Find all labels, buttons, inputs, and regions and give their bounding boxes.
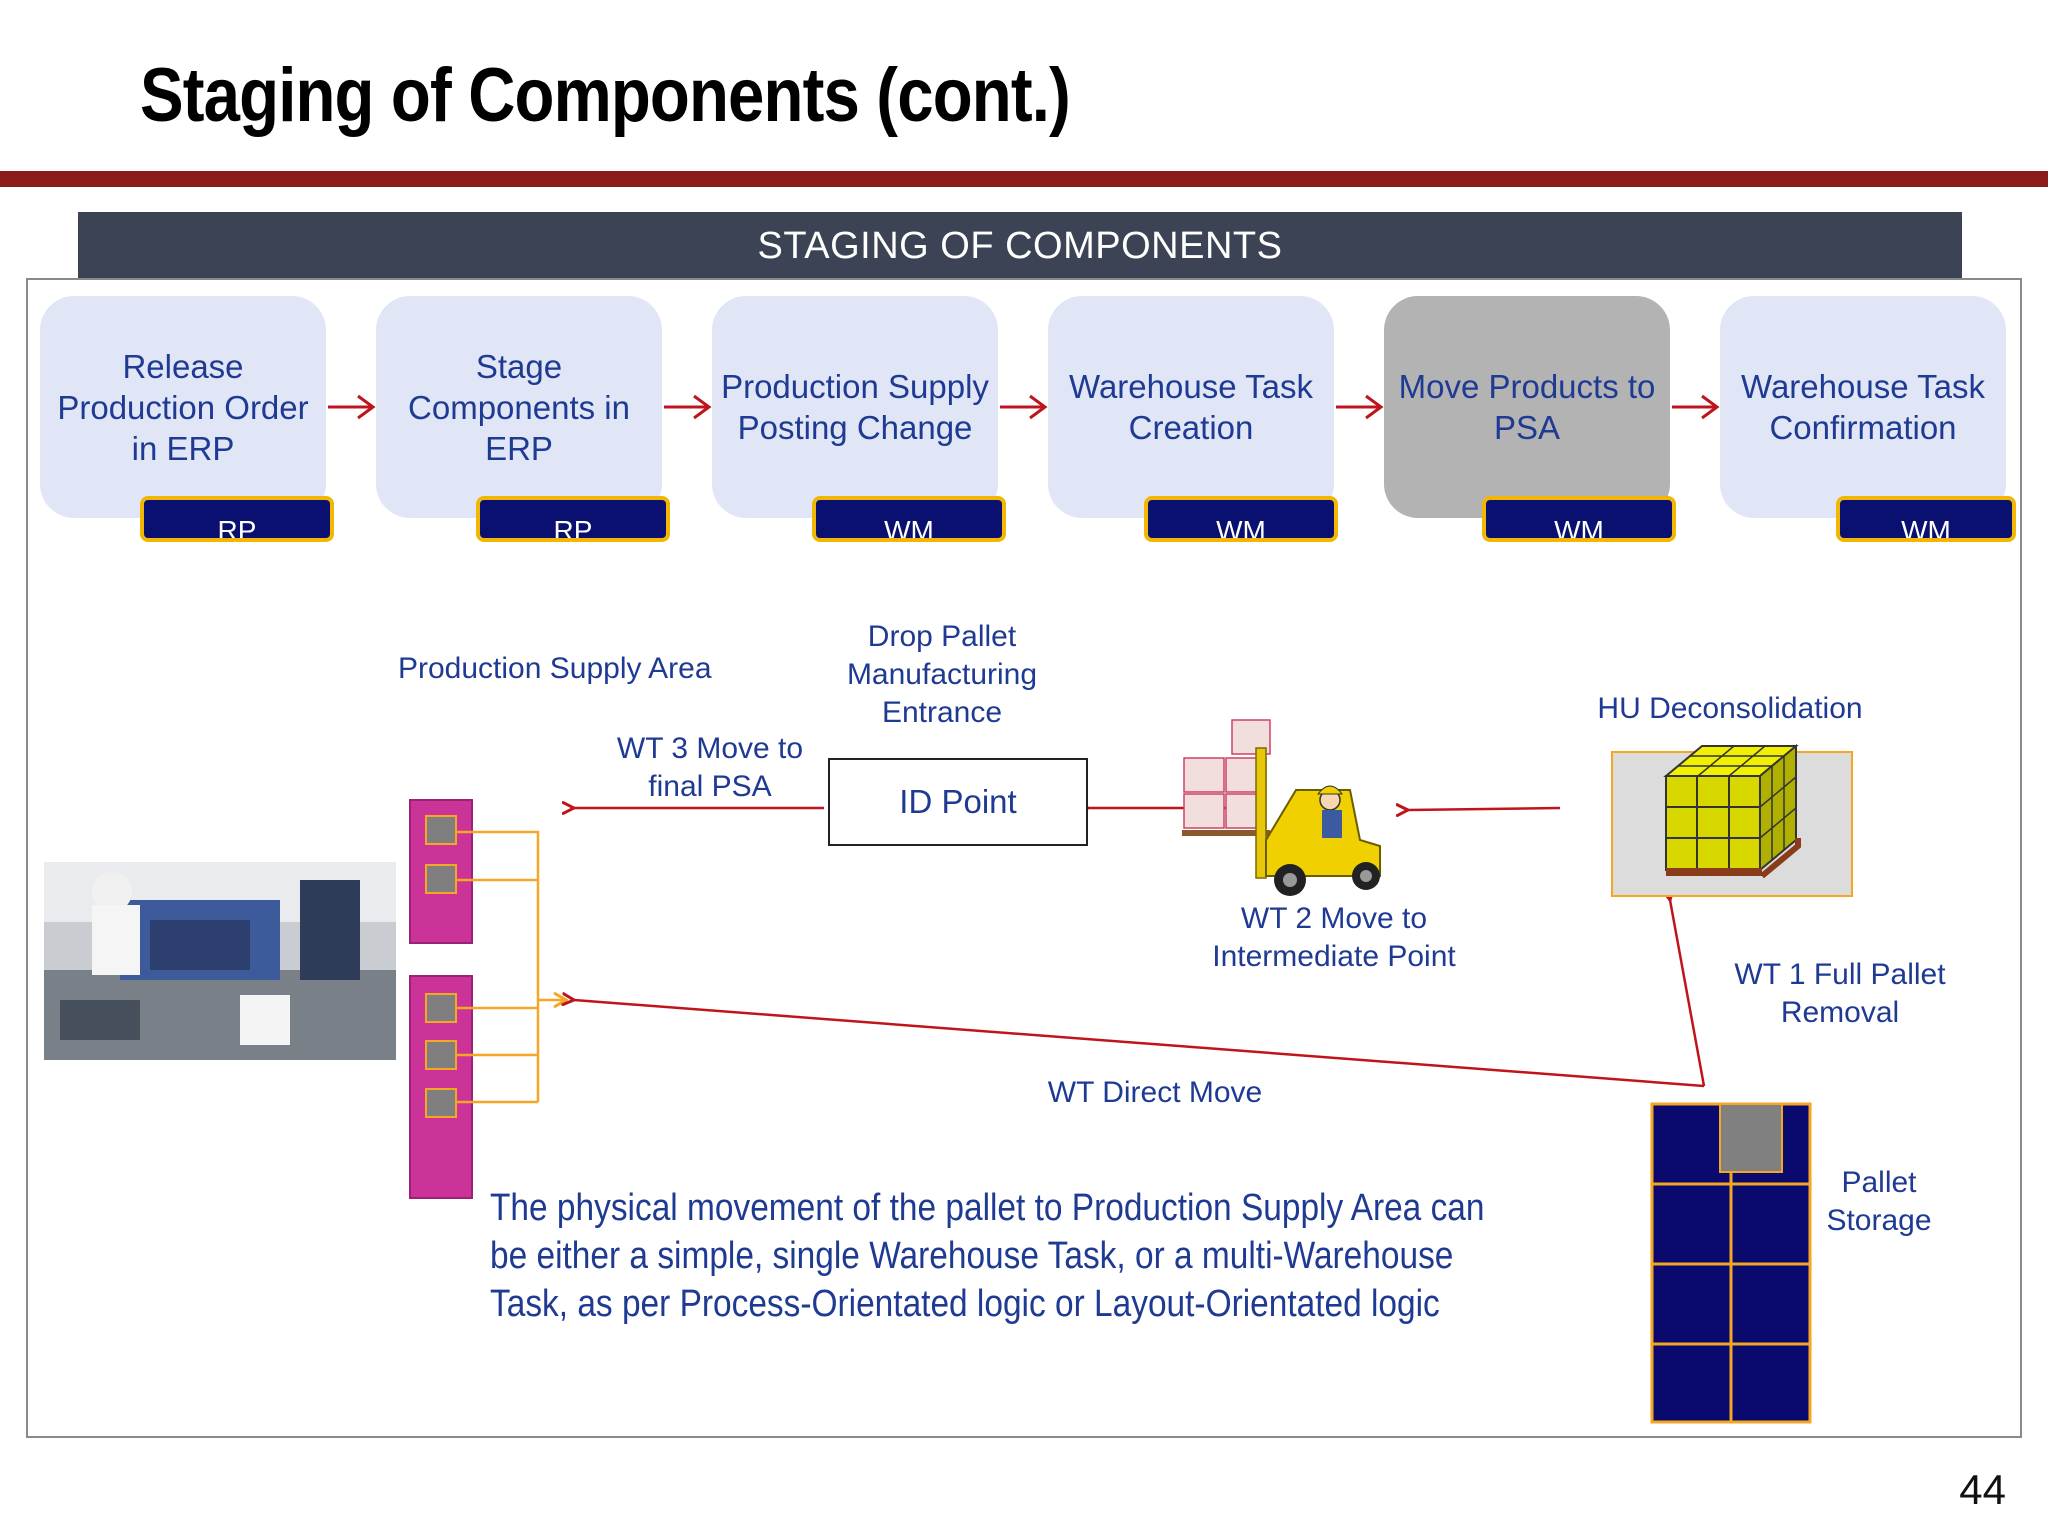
page-title: Staging of Components (cont.) (140, 53, 1071, 138)
step-tag-wm: WM (1482, 496, 1676, 542)
section-banner: STAGING OF COMPONENTS (78, 212, 1962, 280)
pallet-storage-rack (1650, 1102, 1812, 1424)
id-point-box: ID Point (828, 758, 1088, 846)
step-tag-wm: WM (1836, 496, 2016, 542)
step-tag-wm: WM (812, 496, 1006, 542)
arrow-wt-direct (574, 1000, 1705, 1088)
step-connectors (328, 394, 1720, 420)
step-tag-rp: RP (140, 496, 334, 542)
label-drop-pallet: Drop Pallet Manufacturing Entrance (846, 620, 1038, 729)
step-tag-wm: WM (1144, 496, 1338, 542)
diagram-frame (26, 278, 2022, 1438)
hu-deconsolidation-pallet (1611, 743, 1853, 897)
step-stage-components: Stage Components in ERP (376, 296, 662, 518)
label-hu-deconsolidation: HU Deconsolidation (1597, 692, 1863, 725)
step-move-products: Move Products to PSA (1384, 296, 1670, 518)
label-production-supply-area: Production Supply Area (398, 652, 712, 685)
label-pallet-storage: Pallet Storage (1826, 1166, 1932, 1237)
step-task-confirmation: Warehouse Task Confirmation (1720, 296, 2006, 518)
arrow-wt1 (1670, 900, 1706, 1087)
forklift-icon (1182, 719, 1381, 896)
step-posting-change: Production Supply Posting Change (712, 296, 998, 518)
page-number: 44 (1959, 1466, 2006, 1513)
step-task-creation: Warehouse Task Creation (1048, 296, 1334, 518)
label-wt3: WT 3 Move to final PSA (616, 732, 804, 803)
label-wt1: WT 1 Full Pallet Removal (1734, 958, 1946, 1029)
label-wt2: WT 2 Move to Intermediate Point (1212, 902, 1456, 973)
step-release-order: Release Production Order in ERP (40, 296, 326, 518)
step-tag-rp: RP (476, 496, 670, 542)
label-wt-direct-move: WT Direct Move (1047, 1076, 1263, 1109)
arrow-wt2 (1408, 808, 1561, 810)
explanatory-note: The physical movement of the pallet to P… (490, 1187, 1485, 1325)
title-divider (0, 171, 2048, 187)
factory-photo (44, 862, 396, 1060)
psa-racks (409, 799, 566, 1199)
